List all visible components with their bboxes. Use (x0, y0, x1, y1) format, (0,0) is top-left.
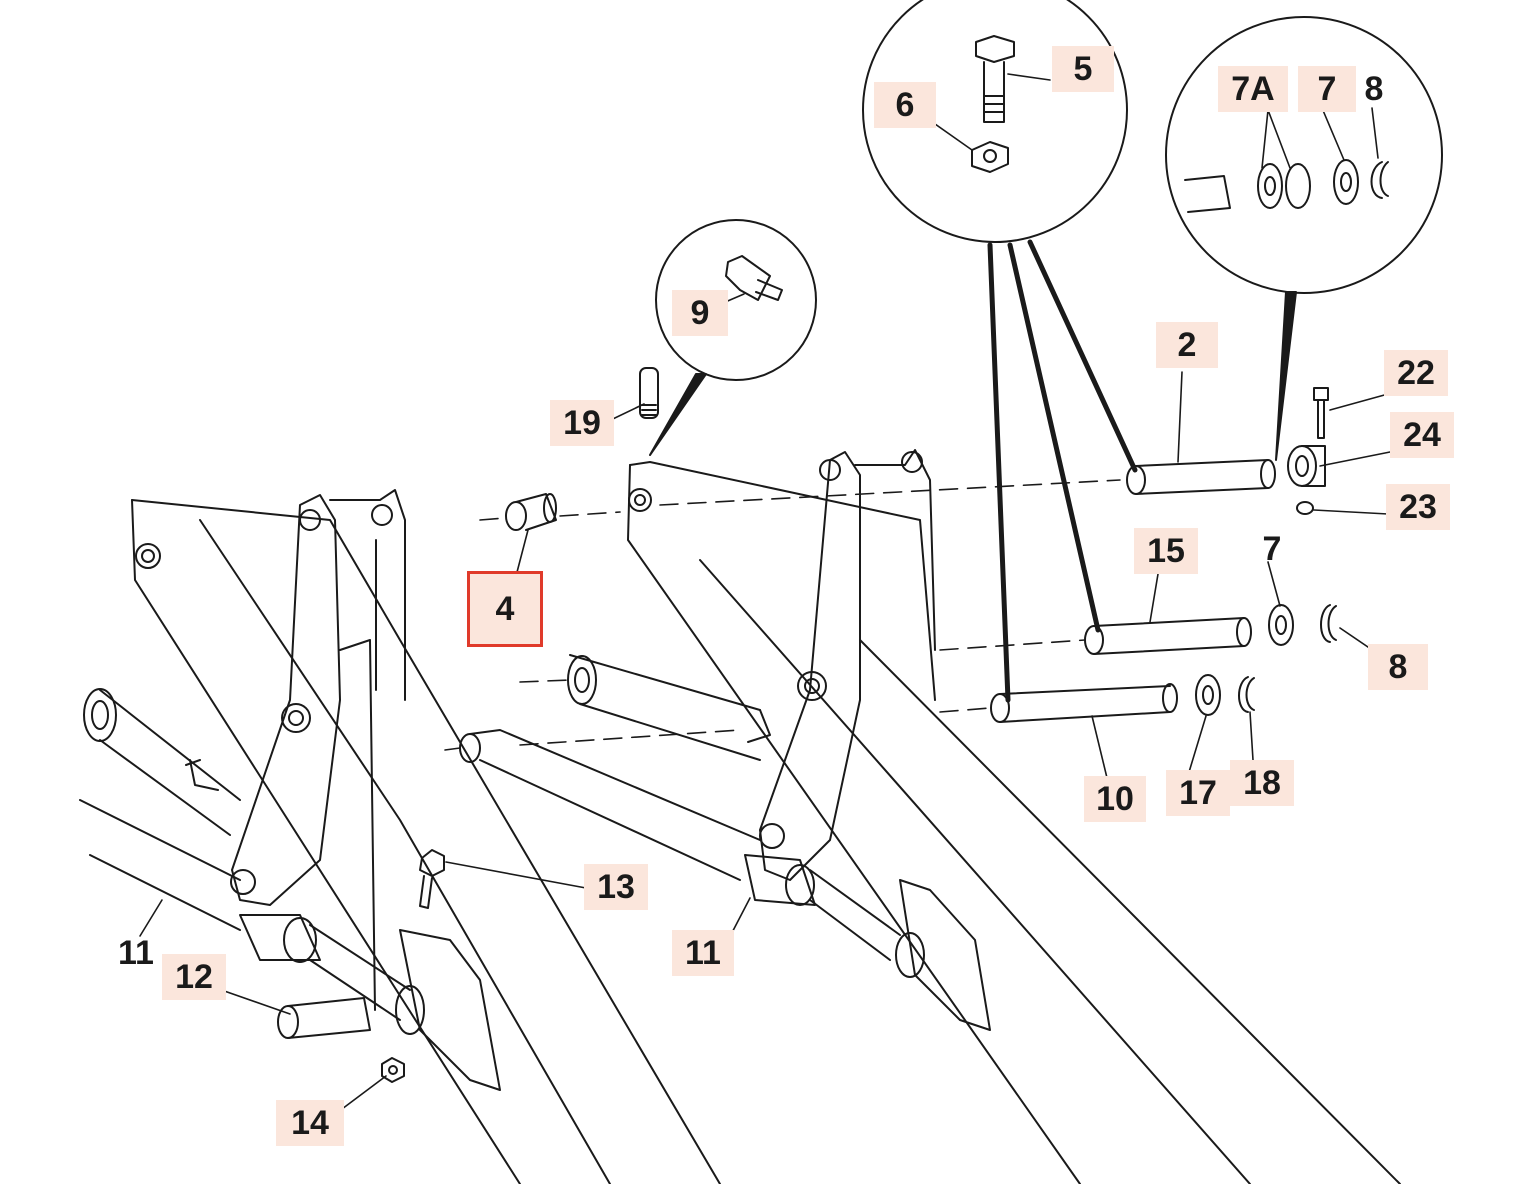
pin-part-12 (278, 998, 370, 1038)
callout-7-top[interactable]: 7 (1298, 66, 1356, 112)
right-cross-tube (460, 655, 990, 1030)
right-link-plate (760, 450, 935, 880)
bolt-part-22 (1314, 388, 1328, 438)
callout-24[interactable]: 24 (1390, 412, 1454, 458)
callout-8-mid[interactable]: 8 (1368, 644, 1428, 690)
callout-8-top[interactable]: 8 (1364, 70, 1384, 108)
bolt-part-13 (420, 850, 444, 908)
callout-2[interactable]: 2 (1156, 322, 1218, 368)
callout-11-center[interactable]: 11 (672, 930, 734, 976)
callout-9[interactable]: 9 (672, 290, 728, 336)
callout-15[interactable]: 15 (1134, 528, 1198, 574)
washer-part-17 (1196, 675, 1220, 715)
callout-5[interactable]: 5 (1052, 46, 1114, 92)
pin-part-10 (991, 684, 1177, 722)
callout-19[interactable]: 19 (550, 400, 614, 446)
left-link-plate (231, 490, 405, 905)
sleeve-part-19 (640, 368, 658, 418)
clip-part-18 (1239, 677, 1254, 712)
callout-23[interactable]: 23 (1386, 484, 1450, 530)
callout-14[interactable]: 14 (276, 1100, 344, 1146)
washer-part-7-mid (1269, 605, 1293, 645)
left-rear-tube (84, 689, 240, 835)
callout-11-left[interactable]: 11 (118, 934, 154, 972)
callout-13[interactable]: 13 (584, 864, 648, 910)
callout-17[interactable]: 17 (1166, 770, 1230, 816)
nut-part-14 (382, 1058, 404, 1082)
alignment-lines (445, 480, 1120, 750)
right-boom-arm (628, 462, 1400, 1184)
washer-part-24 (1288, 446, 1325, 486)
clip-part-8-mid (1321, 605, 1336, 642)
leader-lines (140, 74, 1390, 1118)
detail-circle-washers-clip (1166, 17, 1442, 460)
callout-12[interactable]: 12 (162, 954, 226, 1000)
detail-circle-grease-nipple (650, 220, 816, 455)
callout-7-mid[interactable]: 7 (1262, 530, 1282, 568)
callout-6[interactable]: 6 (874, 82, 936, 128)
callout-4-selected[interactable]: 4 (467, 571, 543, 647)
pin-part-15 (1085, 618, 1251, 654)
bushing-part-4 (506, 494, 556, 530)
callout-22[interactable]: 22 (1384, 350, 1448, 396)
left-cross-tube (80, 800, 500, 1090)
pin-part-2 (1127, 460, 1275, 494)
nut-part-23 (1297, 502, 1313, 514)
callout-7a[interactable]: 7A (1218, 66, 1288, 112)
callout-10[interactable]: 10 (1084, 776, 1146, 822)
detail-circle-bolt-nut (863, 0, 1135, 700)
left-boom-arm (132, 500, 720, 1184)
callout-18[interactable]: 18 (1230, 760, 1294, 806)
